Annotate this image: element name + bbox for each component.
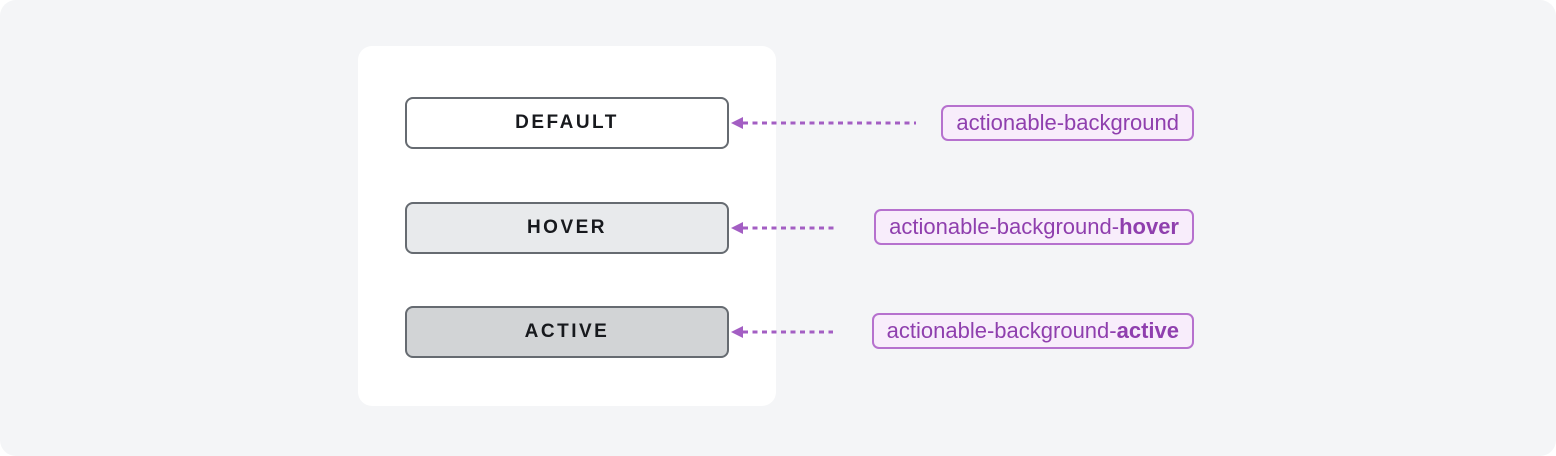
- token-text: actionable-background-: [886, 318, 1117, 343]
- button-state-default[interactable]: DEFAULT: [405, 97, 729, 149]
- token-text-bold: active: [1116, 318, 1179, 343]
- token-label-actionable-background: actionable-background: [941, 105, 1194, 141]
- token-label-actionable-background-hover: actionable-background-hover: [874, 209, 1194, 245]
- token-text: actionable-background: [956, 110, 1179, 135]
- token-label-actionable-background-active: actionable-background-active: [871, 313, 1194, 349]
- button-state-active[interactable]: ACTIVE: [405, 306, 729, 358]
- arrow-active-token: [731, 326, 833, 338]
- arrow-hover-token: [731, 222, 835, 234]
- arrow-default-token: [731, 117, 916, 129]
- token-text-bold: hover: [1119, 214, 1179, 239]
- button-state-hover[interactable]: HOVER: [405, 202, 729, 254]
- token-text: actionable-background-: [889, 214, 1120, 239]
